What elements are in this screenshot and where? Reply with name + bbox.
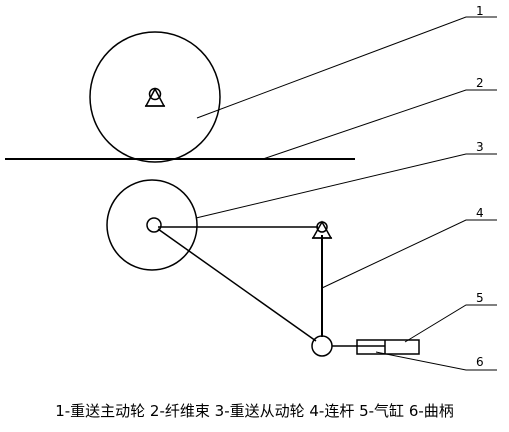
leader-6 xyxy=(375,351,497,371)
leader-1 xyxy=(196,16,497,119)
callout-3: 3 xyxy=(476,140,484,154)
callout-5: 5 xyxy=(476,291,484,305)
diagonal-link xyxy=(157,228,317,342)
crank xyxy=(311,335,333,357)
leader-3 xyxy=(195,153,497,219)
drive-roller-pivot xyxy=(144,87,166,107)
drive-roller xyxy=(89,31,221,163)
callout-6: 6 xyxy=(476,355,484,369)
leader-4 xyxy=(321,219,497,289)
leader-5 xyxy=(404,304,497,343)
legend-caption: 1-重送主动轮 2-纤维束 3-重送从动轮 4-连杆 5-气缸 6-曲柄 xyxy=(55,402,454,420)
rod-pivot xyxy=(311,220,333,239)
driven-roller xyxy=(106,179,198,271)
callout-4: 4 xyxy=(476,206,484,220)
air-cylinder xyxy=(356,339,420,355)
callout-2: 2 xyxy=(476,76,484,90)
callout-1: 1 xyxy=(476,4,484,18)
driven-roller-hub xyxy=(146,217,162,233)
leader-2 xyxy=(262,89,497,160)
